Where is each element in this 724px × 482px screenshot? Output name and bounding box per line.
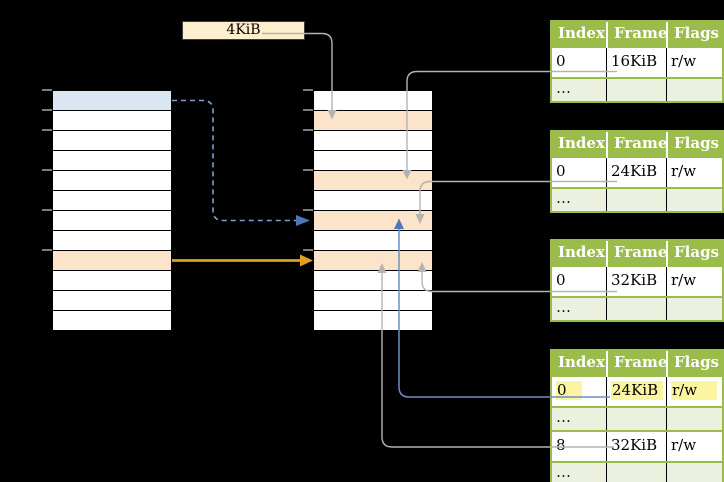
memory-row xyxy=(53,111,171,131)
highlight: 0 xyxy=(556,381,582,400)
page-table-header: Index Frame Flags xyxy=(552,22,722,48)
cell-flags: r/w xyxy=(666,267,722,296)
arrow-virtual-blue-page-dashed xyxy=(172,99,310,226)
arrowhead-right-icon xyxy=(300,254,313,267)
physical-memory-column xyxy=(313,90,433,331)
arrow-virtual-orange-page xyxy=(172,254,313,267)
page-table-3: Index Frame Flags 0 32KiB r/w … xyxy=(550,239,724,322)
table-row: 0 32KiB r/w xyxy=(552,267,722,296)
memory-row xyxy=(53,271,171,291)
table-row-ellipsis: … xyxy=(552,77,722,101)
header-cell-frame: Frame xyxy=(606,132,666,158)
cell-flags: r/w xyxy=(666,158,722,187)
memory-row xyxy=(314,251,432,271)
page-table-4: Index Frame Flags 0 24KiB r/w … 8 32KiB … xyxy=(550,349,724,482)
header-cell-index: Index xyxy=(558,134,605,152)
memory-row xyxy=(314,311,432,330)
cell-flags: r/w xyxy=(666,432,722,461)
memory-row xyxy=(314,91,432,111)
page-size-label: 4KiB xyxy=(182,21,305,40)
arrow-line xyxy=(172,99,296,222)
cell-index: 0 xyxy=(552,377,606,406)
table-row: 0 16KiB r/w xyxy=(552,48,722,77)
table-row-ellipsis: … xyxy=(552,296,722,320)
memory-row xyxy=(314,111,432,131)
memory-row xyxy=(53,211,171,231)
arrowhead-right-icon xyxy=(296,215,310,226)
table-row-ellipsis: … xyxy=(552,406,722,430)
cell-index: 0 xyxy=(556,162,566,180)
cell-index: 0 xyxy=(556,52,566,70)
page-table-2: Index Frame Flags 0 24KiB r/w … xyxy=(550,130,724,213)
page-table-header: Index Frame Flags xyxy=(552,351,722,377)
cell-frame: 32KiB xyxy=(606,432,666,461)
header-cell-index: Index xyxy=(558,353,605,371)
virtual-memory-column xyxy=(52,90,172,331)
memory-row xyxy=(53,91,171,111)
header-cell-flags: Flags xyxy=(666,22,722,48)
highlight: 24KiB xyxy=(611,381,663,400)
cell-flags: r/w xyxy=(666,377,722,406)
cell-frame: 24KiB xyxy=(606,158,666,187)
memory-row xyxy=(314,171,432,191)
header-cell-frame: Frame xyxy=(606,351,666,377)
memory-row xyxy=(53,131,171,151)
header-cell-index: Index xyxy=(558,24,605,42)
cell-frame: 16KiB xyxy=(606,48,666,77)
cell-frame: 32KiB xyxy=(606,267,666,296)
memory-row xyxy=(53,311,171,330)
memory-row xyxy=(53,191,171,211)
memory-row xyxy=(53,151,171,171)
cell-flags: r/w xyxy=(666,48,722,77)
cell-ellipsis: … xyxy=(556,408,572,426)
page-table-header: Index Frame Flags xyxy=(552,132,722,158)
memory-row xyxy=(314,271,432,291)
cell-ellipsis: … xyxy=(556,463,572,481)
cell-ellipsis: … xyxy=(556,189,572,207)
cell-frame: 24KiB xyxy=(606,377,666,406)
header-cell-frame: Frame xyxy=(606,241,666,267)
memory-row xyxy=(53,171,171,191)
cell-ellipsis: … xyxy=(556,79,572,97)
table-row: 8 32KiB r/w xyxy=(552,430,722,461)
table-row: 0 24KiB r/w xyxy=(552,158,722,187)
memory-row xyxy=(314,211,432,231)
table-row-ellipsis: … xyxy=(552,187,722,211)
highlight: r/w xyxy=(671,381,717,400)
memory-row xyxy=(314,131,432,151)
header-cell-flags: Flags xyxy=(666,351,722,377)
cell-ellipsis: … xyxy=(556,298,572,316)
memory-row xyxy=(314,151,432,171)
table-row-highlighted: 0 24KiB r/w xyxy=(552,377,722,406)
page-table-1: Index Frame Flags 0 16KiB r/w … xyxy=(550,20,724,103)
header-cell-flags: Flags xyxy=(666,132,722,158)
memory-row xyxy=(314,231,432,251)
page-table-header: Index Frame Flags xyxy=(552,241,722,267)
memory-row xyxy=(314,291,432,311)
memory-row xyxy=(314,191,432,211)
header-cell-index: Index xyxy=(558,243,605,261)
cell-index: 8 xyxy=(556,436,566,454)
memory-row xyxy=(53,251,171,271)
memory-row xyxy=(53,231,171,251)
cell-index: 0 xyxy=(556,271,566,289)
header-cell-flags: Flags xyxy=(666,241,722,267)
memory-row xyxy=(53,291,171,311)
header-cell-frame: Frame xyxy=(606,22,666,48)
table-row-ellipsis: … xyxy=(552,461,722,482)
